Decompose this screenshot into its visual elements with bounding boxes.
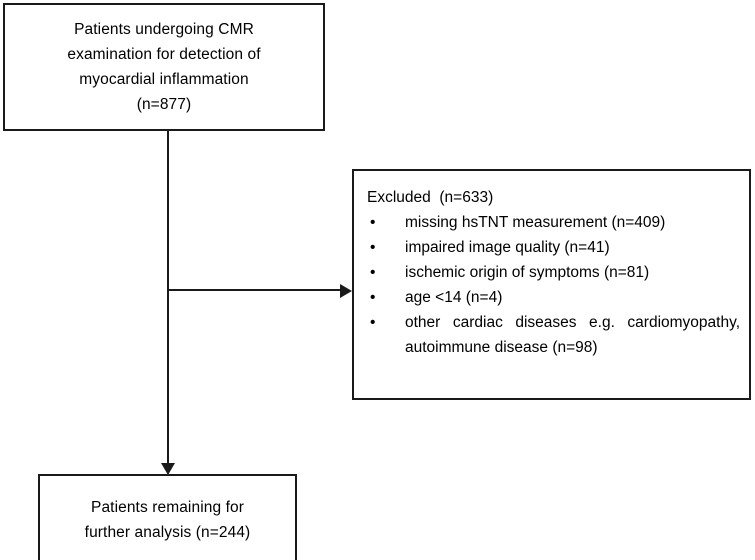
list-item: • age <14 (n=4) (367, 285, 740, 310)
excluded-reason-text: age <14 (n=4) (405, 289, 503, 306)
bullet-icon: • (370, 314, 376, 331)
source-line-2: examination for detection of (67, 46, 261, 63)
excluded-reason-text: ischemic origin of symptoms (n=81) (405, 264, 650, 281)
flow-node-remaining: Patients remaining for further analysis … (38, 474, 297, 560)
list-item: • ischemic origin of symptoms (n=81) (367, 260, 740, 285)
remaining-text-block: Patients remaining for further analysis … (85, 495, 251, 545)
remaining-line-2-count: further analysis (n=244) (84, 524, 251, 541)
source-line-3: myocardial inflammation (79, 71, 249, 88)
arrow-right-icon (340, 284, 352, 298)
flow-node-source: Patients undergoing CMR examination for … (3, 3, 325, 131)
source-line-4-count: (n=877) (136, 96, 192, 113)
remaining-line-1: Patients remaining for (91, 499, 244, 516)
list-item: • impaired image quality (n=41) (367, 235, 740, 260)
excluded-reason-list: • missing hsTNT measurement (n=409) • im… (367, 210, 740, 360)
source-text-block: Patients undergoing CMR examination for … (67, 17, 260, 117)
list-item: • missing hsTNT measurement (n=409) (367, 210, 740, 235)
excluded-reason-text: missing hsTNT measurement (n=409) (405, 214, 666, 231)
source-line-1: Patients undergoing CMR (74, 21, 254, 38)
excluded-reason-text: other cardiac diseases e.g. cardiomyopat… (405, 314, 740, 356)
connector-branch-horizontal (167, 289, 340, 291)
flow-node-excluded: Excluded (n=633) • missing hsTNT measure… (352, 169, 751, 400)
bullet-icon: • (370, 239, 376, 256)
excluded-reason-text: impaired image quality (n=41) (405, 239, 610, 256)
bullet-icon: • (370, 289, 376, 306)
bullet-icon: • (370, 214, 376, 231)
connector-trunk-vertical (167, 131, 169, 467)
arrow-down-icon (161, 463, 175, 475)
list-item: • other cardiac diseases e.g. cardiomyop… (367, 310, 740, 360)
excluded-title: Excluded (n=633) (367, 189, 494, 206)
bullet-icon: • (370, 264, 376, 281)
